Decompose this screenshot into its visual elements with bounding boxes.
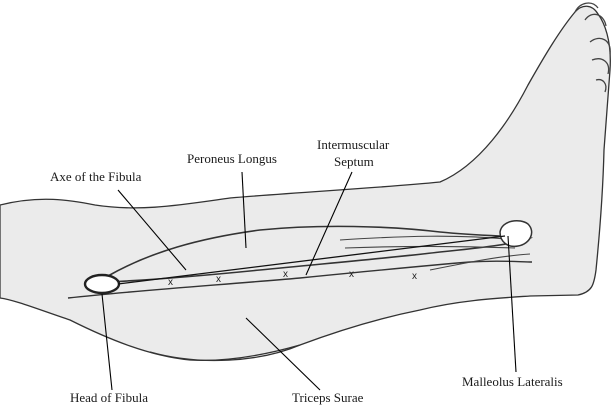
- label-intermuscular: Intermuscular: [317, 137, 390, 152]
- incision-mark: x: [216, 274, 221, 285]
- incision-mark: x: [412, 271, 417, 282]
- label-head-of-fibula: Head of Fibula: [70, 390, 148, 405]
- malleolus-lateralis-shape: [500, 221, 532, 247]
- label-malleolus-lateralis: Malleolus Lateralis: [462, 374, 563, 389]
- label-septum: Septum: [334, 154, 374, 169]
- label-peroneus-longus: Peroneus Longus: [187, 151, 277, 166]
- incision-mark: x: [349, 269, 354, 280]
- incision-mark: x: [283, 269, 288, 280]
- incision-mark: x: [168, 277, 173, 288]
- head-of-fibula-shape: [85, 275, 119, 293]
- label-axe-of-fibula: Axe of the Fibula: [50, 169, 142, 184]
- label-triceps-surae: Triceps Surae: [292, 390, 364, 405]
